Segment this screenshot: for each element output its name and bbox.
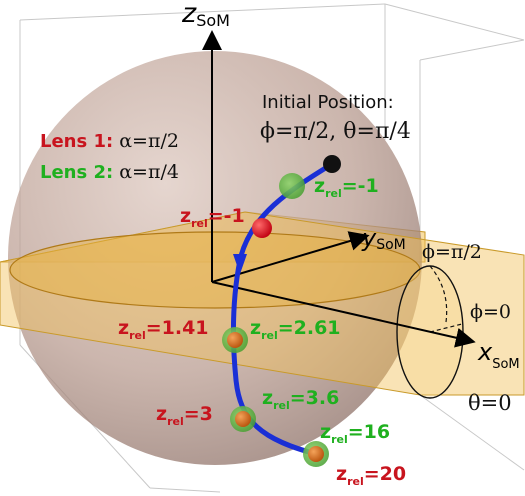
zrel-label-lens1-1-41: zrel=1.41 xyxy=(118,317,209,342)
sphere xyxy=(8,51,422,465)
equator-ellipse xyxy=(9,231,421,309)
phi-zero-line xyxy=(429,323,463,333)
zrel-label-lens1-3: zrel=3 xyxy=(156,403,213,428)
initial-position-marker xyxy=(323,155,341,173)
zrel-label-lens2-2-61: zrel=2.61 xyxy=(250,317,341,342)
trajectory-arrowhead xyxy=(233,254,247,274)
zrel-label-lens2-16: zrel=16 xyxy=(320,421,390,446)
lens1-point-zrel-neg1 xyxy=(252,218,272,238)
phi-half-pi-arc xyxy=(429,265,448,323)
x-axis xyxy=(211,281,476,348)
y-axis-label: ySoM xyxy=(361,224,406,253)
legend: Lens 1:α=π/2 Lens 2:α=π/4 xyxy=(40,130,179,183)
initial-position-title: Initial Position: xyxy=(262,92,394,113)
zrel-label-lens1-neg1: zrel=-1 xyxy=(180,205,245,230)
lens1-point-zrel-1-41 xyxy=(227,332,243,348)
angle-label-phi-zero: ϕ=0 xyxy=(470,301,511,323)
legend-lens1: Lens 1:α=π/2 xyxy=(40,130,179,152)
initial-position-value: ϕ=π/2, θ=π/4 xyxy=(260,119,411,144)
angle-label-phi-half-pi: ϕ=π/2 xyxy=(422,241,482,263)
x-axis-label: xSoM xyxy=(477,338,520,372)
zrel-label-lens2-neg1: zrel=-1 xyxy=(314,175,379,200)
lens2-point-zrel-neg1 xyxy=(279,173,305,199)
lens1-point-zrel-20 xyxy=(308,446,324,462)
zrel-label-lens2-3-6: zrel=3.6 xyxy=(262,387,339,412)
trajectory-curve xyxy=(230,161,335,458)
zrel-label-lens1-20: zrel=20 xyxy=(336,463,406,488)
angle-label-theta-zero: θ=0 xyxy=(468,391,512,415)
lens1-point-zrel-3 xyxy=(235,411,251,427)
equatorial-plane xyxy=(0,211,525,396)
z-axis-label: zSoM xyxy=(181,0,230,30)
legend-lens2: Lens 2:α=π/4 xyxy=(40,161,179,183)
